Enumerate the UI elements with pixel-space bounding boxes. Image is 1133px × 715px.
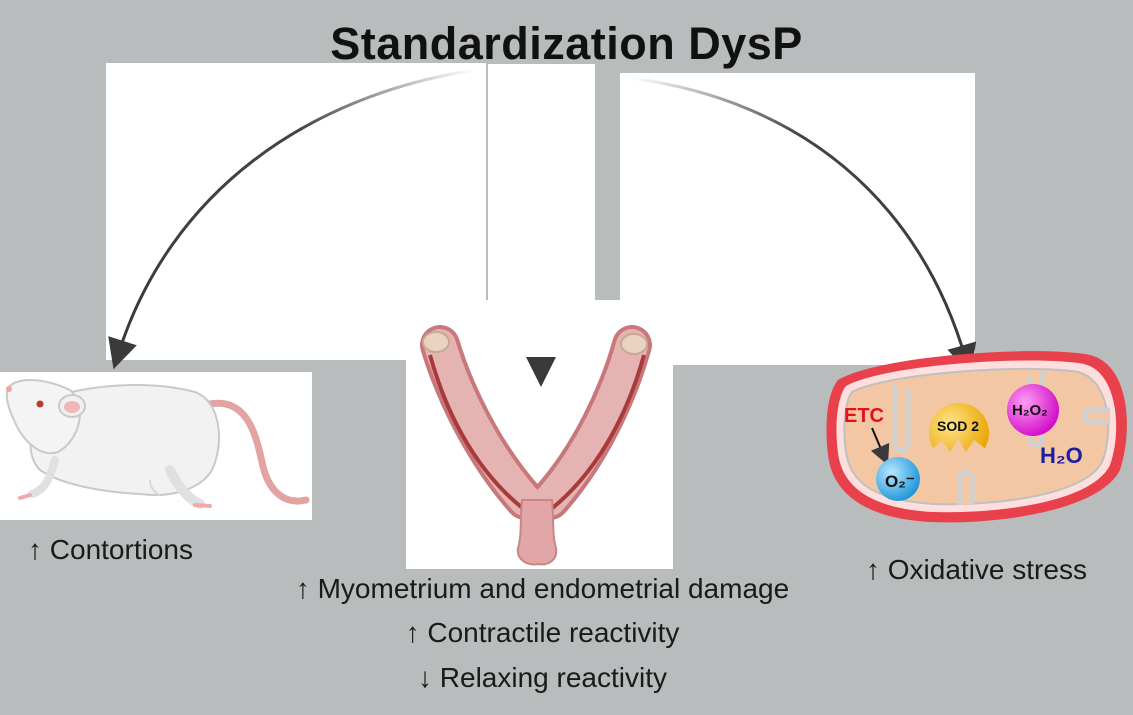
caption-relaxing: ↓ Relaxing reactivity (418, 662, 667, 693)
caption-contractile: ↑ Contractile reactivity (405, 617, 680, 648)
o2-label: O₂⁻ (885, 472, 915, 491)
diagram-title: Standardization DysP (330, 18, 803, 69)
up-arrow-icon: ↑ (405, 617, 420, 648)
caption-myometrium: ↑ Myometrium and endometrial damage (295, 573, 790, 604)
arrow-to-mitochondrion (629, 76, 977, 375)
rat-icon (5, 379, 310, 509)
down-arrow-icon: ↓ (418, 662, 432, 693)
up-arrow-icon: ↑ (28, 534, 42, 565)
caption-oxidative-stress: ↑ Oxidative stress (866, 554, 1087, 585)
o2-sphere (876, 457, 920, 501)
caption-contortions: ↑ Contortions (28, 534, 193, 565)
sod2-label: SOD 2 (937, 418, 979, 434)
uterus-icon (420, 325, 652, 566)
h2o-label: H₂O (1040, 443, 1083, 468)
arrow-to-rat (108, 68, 476, 370)
etc-label: ETC (844, 405, 884, 427)
sod2-active-site (931, 438, 987, 470)
h2o2-label: H₂O₂ (1012, 402, 1048, 419)
panel-right-arrow (620, 73, 975, 365)
up-arrow-icon: ↑ (866, 554, 880, 585)
h2o2-sphere (1007, 384, 1059, 436)
up-arrow-icon: ↑ (295, 573, 310, 604)
